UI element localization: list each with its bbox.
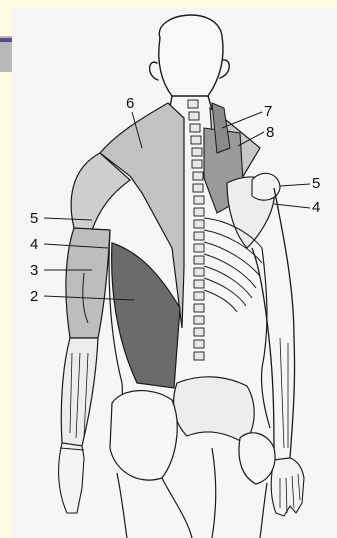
head-outline bbox=[159, 15, 223, 96]
pelvis bbox=[174, 377, 255, 443]
label-5-right: 5 bbox=[312, 176, 320, 191]
left-hand bbox=[59, 443, 84, 513]
label-4-right: 4 bbox=[312, 200, 320, 215]
label-6: 6 bbox=[126, 96, 134, 111]
spine bbox=[188, 100, 204, 360]
ear-left bbox=[150, 62, 158, 80]
latissimus-dorsi bbox=[112, 243, 180, 388]
right-forearm-lines bbox=[280, 338, 288, 448]
back-muscles-illustration bbox=[12, 8, 337, 538]
gluteal-right bbox=[239, 433, 275, 484]
label-3-left: 3 bbox=[30, 263, 38, 278]
slide-accent-line bbox=[0, 38, 12, 42]
anatomy-figure-panel: 6 7 8 5 4 5 4 3 2 bbox=[12, 8, 337, 538]
label-2-left: 2 bbox=[30, 289, 38, 304]
label-5-left: 5 bbox=[30, 211, 38, 226]
label-8: 8 bbox=[266, 125, 274, 140]
gluteal-left bbox=[110, 391, 177, 481]
label-7: 7 bbox=[264, 104, 272, 119]
label-4-left: 4 bbox=[30, 237, 38, 252]
